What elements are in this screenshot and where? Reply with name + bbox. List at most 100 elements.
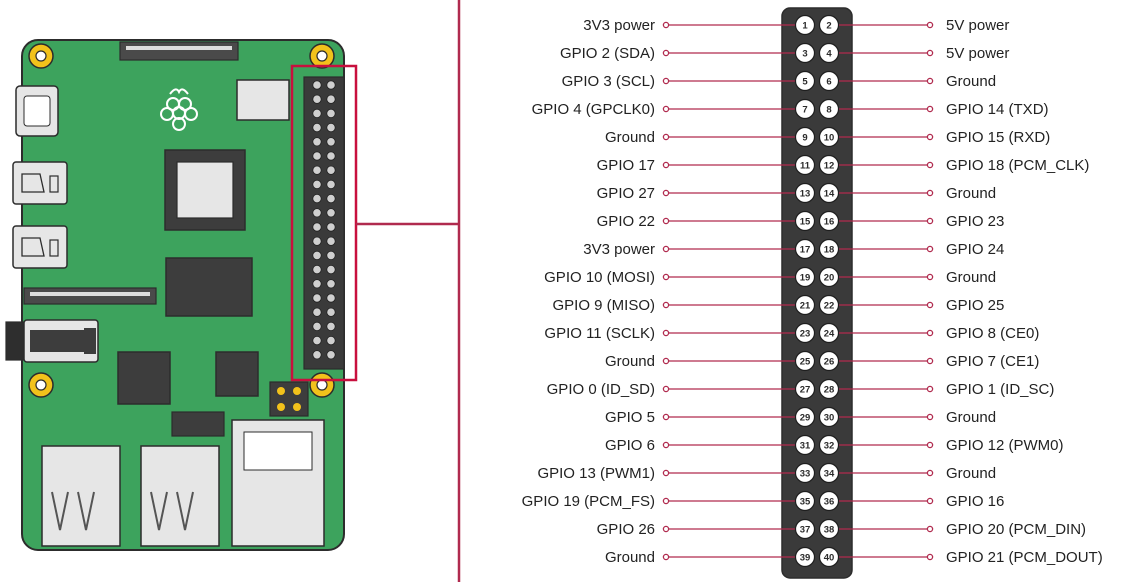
left-pin-number: 15 [800, 217, 811, 228]
board-pin [312, 194, 322, 204]
display-connector [119, 41, 239, 61]
raspberry-logo [160, 88, 198, 131]
left-pin-endpoint [662, 245, 670, 253]
board-pin [326, 293, 336, 303]
left-pin-endpoint [662, 49, 670, 57]
left-pin-label: GPIO 0 (ID_SD) [547, 381, 655, 398]
left-pin-endpoint [662, 357, 670, 365]
right-pin-label: GPIO 8 (CE0) [946, 325, 1039, 342]
right-pin-number: 36 [824, 497, 835, 508]
right-pin-label: Ground [946, 465, 996, 482]
poe-header [269, 381, 309, 417]
left-pin [794, 378, 816, 400]
board-pin [326, 264, 336, 275]
right-pin-label: Ground [946, 73, 996, 90]
board-pin [326, 194, 336, 204]
right-pin [818, 14, 840, 36]
right-pin-label: Ground [946, 409, 996, 426]
left-pin-number: 39 [800, 553, 811, 564]
left-pin-label: GPIO 6 [605, 437, 655, 454]
board-pin [312, 264, 322, 275]
left-pin-endpoint [662, 217, 670, 225]
ethernet-controller-chip [215, 351, 259, 397]
board-pin [326, 108, 336, 119]
left-pin-label: GPIO 10 (MOSI) [544, 269, 655, 286]
left-pin [794, 182, 816, 204]
board-pin [326, 279, 336, 289]
gpio-header-board [303, 76, 345, 370]
right-pin [818, 546, 840, 568]
micro-hdmi-port-1 [12, 161, 68, 205]
right-pin-number: 4 [826, 49, 832, 60]
left-pin-endpoint [662, 273, 670, 281]
left-pin-label: GPIO 22 [597, 213, 655, 230]
right-pin-number: 24 [824, 329, 835, 340]
left-pin-label: GPIO 9 (MISO) [552, 297, 655, 314]
right-pin-endpoint [926, 77, 934, 85]
usb-controller-chip [117, 351, 171, 405]
right-pin-number: 20 [824, 273, 835, 284]
micro-hdmi-port-2 [12, 225, 68, 269]
left-pin-number: 17 [800, 245, 811, 256]
left-pin-endpoint [662, 21, 670, 29]
right-pin-endpoint [926, 189, 934, 197]
left-pin-endpoint [662, 133, 670, 141]
right-pin-number: 2 [826, 21, 831, 32]
left-pin-endpoint [662, 329, 670, 337]
right-pin-endpoint [926, 497, 934, 505]
left-pin-label: GPIO 19 (PCM_FS) [522, 493, 655, 510]
left-pin-number: 11 [800, 161, 811, 172]
left-pin [794, 42, 816, 64]
board-pin [326, 137, 336, 147]
right-pin-endpoint [926, 357, 934, 365]
left-pin [794, 518, 816, 540]
right-pin-label: GPIO 14 (TXD) [946, 101, 1049, 118]
board-pin [312, 321, 322, 331]
right-pin-label: GPIO 21 (PCM_DOUT) [946, 549, 1103, 566]
left-pin [794, 434, 816, 456]
right-pin-endpoint [926, 469, 934, 477]
board-pin [326, 350, 336, 360]
right-pin-number: 18 [824, 245, 835, 256]
right-pin-label: GPIO 15 (RXD) [946, 129, 1050, 146]
left-pin [794, 238, 816, 260]
right-pin-number: 38 [824, 525, 835, 536]
right-pin-label: GPIO 18 (PCM_CLK) [946, 157, 1089, 174]
right-pin-number: 32 [824, 441, 835, 452]
board-pin [326, 208, 336, 218]
board-pin [312, 94, 322, 104]
board-pin [326, 165, 336, 175]
board-pin [326, 179, 336, 189]
right-pin-number: 22 [824, 301, 835, 312]
left-pin [794, 322, 816, 344]
left-pin-number: 13 [800, 189, 811, 200]
soc-chip [164, 149, 246, 231]
left-pin-endpoint [662, 161, 670, 169]
right-pin-endpoint [926, 525, 934, 533]
left-pin-label: GPIO 13 (PWM1) [537, 465, 655, 482]
left-pin-label: GPIO 2 (SDA) [560, 45, 655, 62]
board-pin [326, 80, 336, 90]
right-pin-number: 14 [824, 189, 835, 200]
left-pin-number: 35 [800, 497, 811, 508]
left-pin-endpoint [662, 525, 670, 533]
right-pin-label: Ground [946, 269, 996, 286]
left-pin-number: 19 [800, 273, 811, 284]
left-pin-label: GPIO 17 [597, 157, 655, 174]
left-pin-label: 3V3 power [583, 17, 655, 34]
right-pin [818, 126, 840, 148]
audio-jack [5, 319, 99, 363]
right-pin-number: 6 [826, 77, 831, 88]
board-pin [312, 123, 322, 133]
right-pin-number: 16 [824, 217, 835, 228]
